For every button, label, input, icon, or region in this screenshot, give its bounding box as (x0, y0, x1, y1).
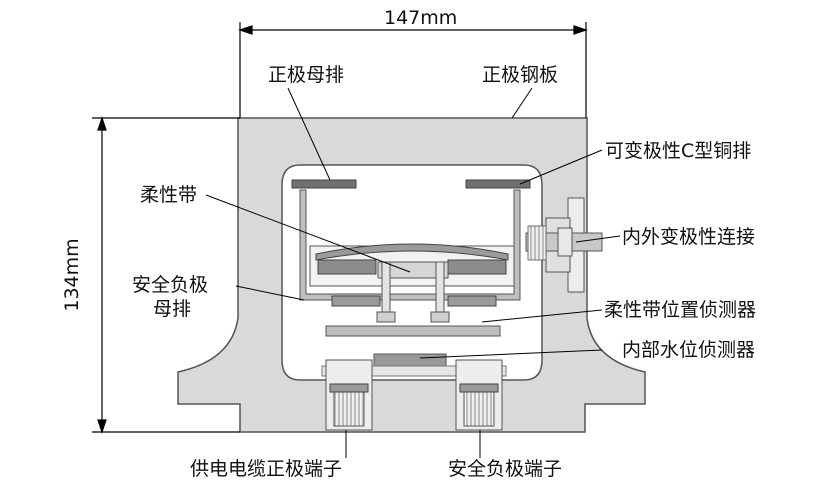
height-dimension-label: 134mm (61, 238, 83, 312)
bolt-left (381, 261, 391, 321)
terminal-right-cap (459, 383, 499, 393)
terminal-right-ribs (463, 391, 495, 427)
strap-pad-left (317, 259, 377, 275)
terminal-left-ribs (333, 391, 365, 427)
bolt-right-nut (430, 311, 450, 323)
positive-busbar-left (291, 179, 357, 189)
width-dimension (238, 22, 588, 118)
positive-busbar-label: 正极母排 (268, 64, 345, 86)
supply-cable-positive-terminal-label: 供电电缆正极端子 (190, 458, 343, 480)
positive-busbar-right (465, 179, 531, 189)
side-connector-nut (557, 227, 573, 257)
positive-steel-plate-label: 正极钢板 (482, 64, 559, 86)
water-level-detector (373, 353, 447, 367)
variable-c-copper-bar-label: 可变极性C型铜排 (605, 140, 752, 162)
internal-water-level-detector-label: 内部水位侦测器 (622, 339, 756, 361)
strap-position-detector-plate (325, 325, 501, 337)
inner-outer-connection-label: 内外变极性连接 (622, 226, 756, 248)
bolt-right (435, 261, 445, 321)
leader-lines (205, 87, 621, 458)
bolt-left-nut (376, 311, 396, 323)
negative-pad-right (447, 295, 497, 307)
width-dimension-label: 147mm (384, 7, 458, 29)
flexible-strap (315, 243, 509, 261)
safety-negative-busbar-label-line2: 母排 (153, 298, 192, 320)
safety-negative-terminal-label: 安全负极端子 (448, 458, 563, 480)
flexible-strap-position-detector-label: 柔性带位置侦测器 (604, 299, 757, 321)
water-level-base (321, 365, 507, 377)
safety-negative-busbar-label-line1: 安全负极 (132, 274, 209, 296)
side-connector-threads (527, 225, 547, 261)
negative-pad-left (331, 295, 381, 307)
height-dimension (92, 116, 240, 434)
flexible-strap-label: 柔性带 (140, 184, 198, 206)
strap-pad-right (447, 259, 507, 275)
terminal-left-cap (329, 383, 369, 393)
